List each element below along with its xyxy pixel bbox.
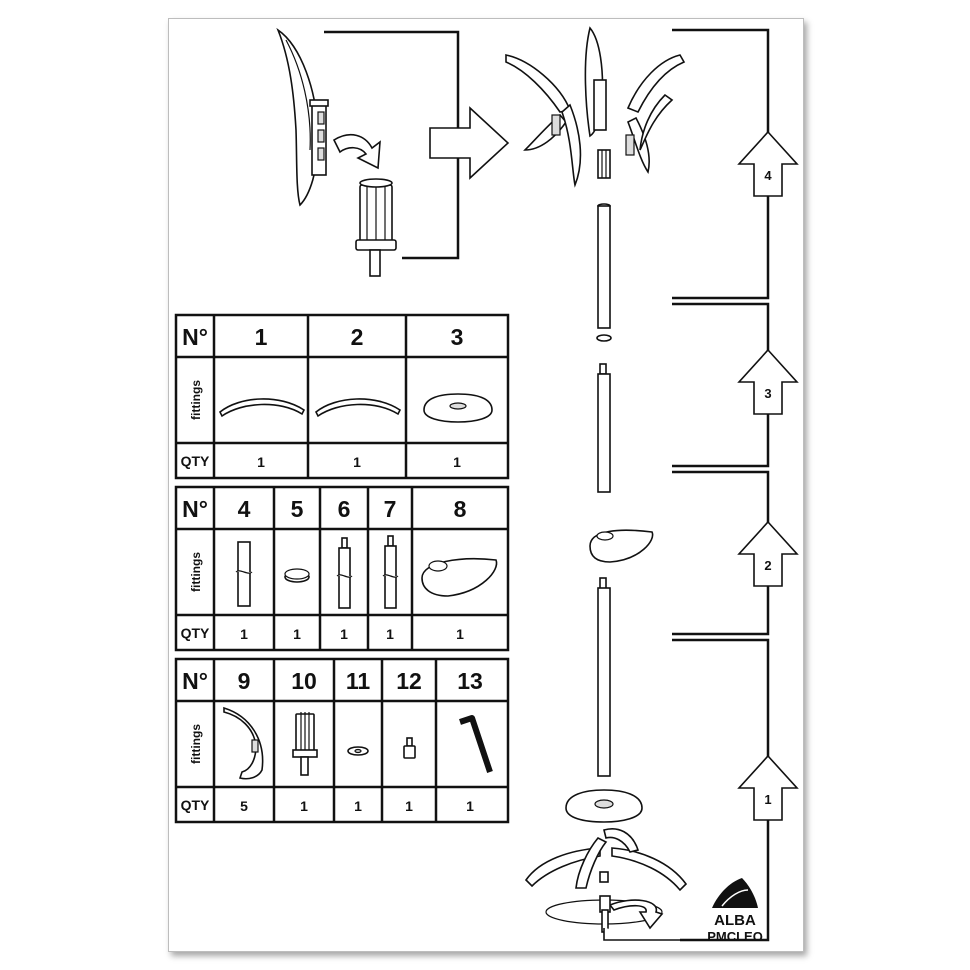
- hooks-assembled-illustration: [505, 26, 686, 188]
- tube-pin-icon: [336, 537, 353, 609]
- part-qty-5: 1: [293, 626, 301, 642]
- step-2-arrow: 2: [737, 520, 799, 587]
- base-hub-icon: [423, 393, 493, 423]
- step-1-arrow: 1: [737, 754, 799, 821]
- part-qty-10: 1: [300, 798, 308, 814]
- part-qty-7: 1: [386, 626, 394, 642]
- part-number-5: 5: [291, 496, 304, 522]
- table-1-header-label: N°: [182, 324, 208, 350]
- tube-icon: [235, 541, 253, 607]
- step-3-arrow: 3: [737, 348, 799, 415]
- part-qty-13: 1: [466, 798, 474, 814]
- tray-illustration: [589, 529, 654, 591]
- curved-arrow-icon: [332, 133, 381, 170]
- ring-icon: [284, 568, 310, 583]
- table-2-header-label: N°: [182, 496, 208, 522]
- part-qty-6: 1: [340, 626, 348, 642]
- part-number-11: 11: [346, 668, 371, 694]
- table-1-fittings-label: fittings: [189, 380, 203, 420]
- parts-table-2: N° fittings QTY 4 5 6 7 8 1 1: [174, 485, 510, 652]
- part-number-12: 12: [396, 668, 422, 694]
- part-number-1: 1: [255, 324, 268, 350]
- washer-icon: [347, 746, 369, 756]
- coat-hook-icon: [223, 706, 264, 780]
- connector-detail-illustration: [355, 178, 397, 277]
- part-number-9: 9: [238, 668, 251, 694]
- table-3-fittings-label: fittings: [189, 724, 203, 764]
- screw-icon: [403, 737, 416, 759]
- brand-model: PMCLEO: [707, 929, 763, 944]
- table-2-qty-label: QTY: [181, 625, 210, 641]
- part-qty-8: 1: [456, 626, 464, 642]
- part-number-3: 3: [451, 324, 464, 350]
- hook-arm-icon: [314, 398, 402, 418]
- part-number-2: 2: [351, 324, 364, 350]
- part-qty-3: 1: [453, 454, 461, 470]
- part-number-6: 6: [338, 496, 351, 522]
- hook-detail-illustration: [276, 27, 329, 207]
- hex-key-icon: [459, 715, 493, 773]
- step-3-label: 3: [764, 386, 771, 401]
- parts-table-3: N° fittings QTY 9 10 11 12 13 5 1 1 1: [174, 657, 510, 824]
- tube-pin-icon: [382, 535, 399, 609]
- right-arrow-icon: [429, 106, 510, 180]
- part-qty-4: 1: [240, 626, 248, 642]
- middle-tube-illustration: [597, 363, 611, 493]
- part-number-10: 10: [291, 668, 317, 694]
- parts-table-1: N° fittings QTY 1 2 3 1 1 1: [174, 313, 510, 480]
- base-hub-illustration: [565, 789, 643, 823]
- brand-name: ALBA: [714, 912, 756, 929]
- connector-icon: [292, 712, 318, 776]
- lower-tube-illustration: [597, 587, 611, 777]
- table-3-header-label: N°: [182, 668, 208, 694]
- part-qty-2: 1: [353, 454, 361, 470]
- table-2-fittings-label: fittings: [189, 552, 203, 592]
- part-qty-1: 1: [257, 454, 265, 470]
- part-number-8: 8: [454, 496, 467, 522]
- part-number-13: 13: [457, 668, 483, 694]
- part-number-7: 7: [384, 496, 397, 522]
- step-1-label: 1: [764, 792, 771, 807]
- step-2-label: 2: [764, 558, 771, 573]
- hook-arm-icon: [218, 398, 306, 418]
- part-qty-12: 1: [405, 798, 413, 814]
- alba-logo: ALBA PMCLEO: [707, 878, 763, 944]
- table-1-qty-label: QTY: [181, 453, 210, 469]
- alba-logo-icon: [712, 878, 758, 908]
- upper-tube-illustration: [596, 203, 612, 342]
- part-qty-9: 5: [240, 798, 248, 814]
- tray-icon: [421, 558, 498, 597]
- table-3-qty-label: QTY: [181, 797, 210, 813]
- part-number-4: 4: [238, 496, 251, 522]
- step-4-arrow: 4: [737, 130, 799, 197]
- part-qty-11: 1: [354, 798, 362, 814]
- step-4-label: 4: [764, 168, 772, 183]
- base-legs-illustration: [524, 828, 688, 941]
